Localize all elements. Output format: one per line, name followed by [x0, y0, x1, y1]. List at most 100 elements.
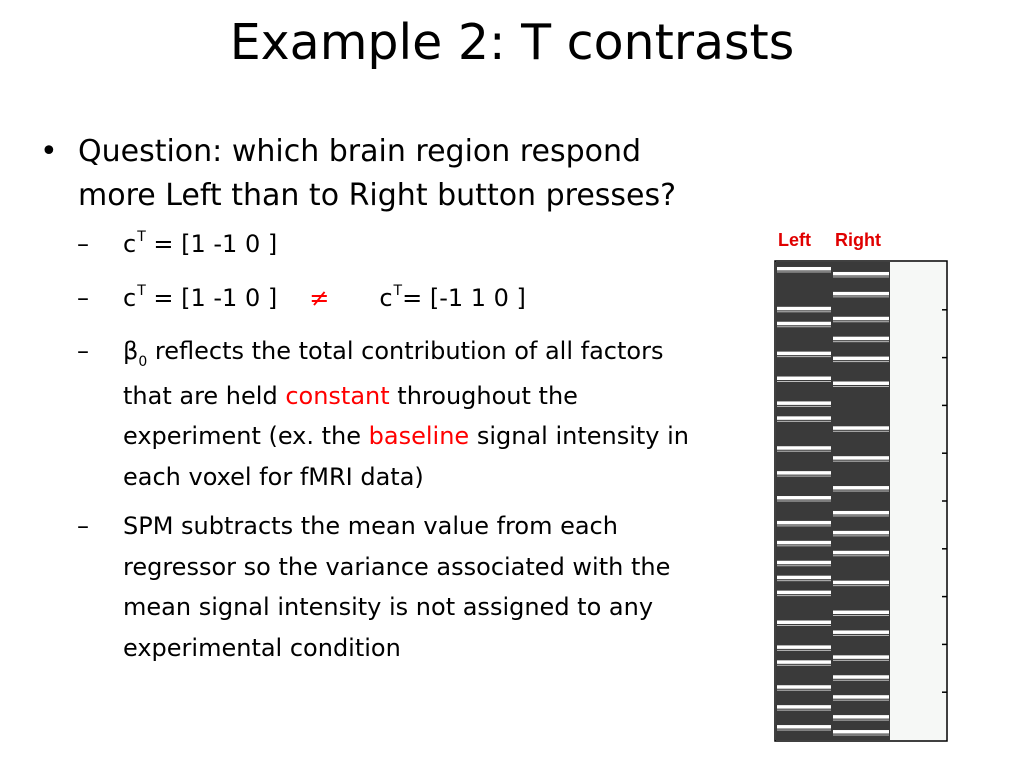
left-stripe	[777, 560, 831, 565]
slide-title: Example 2: T contrasts	[229, 14, 795, 71]
dash-icon: –	[77, 230, 89, 258]
right-stripe-tail	[833, 734, 889, 736]
right-stripe	[833, 456, 889, 460]
right-stripe	[833, 510, 889, 515]
slide-content: • Question: which brain region respond m…	[38, 130, 718, 677]
contrast-sup: T	[137, 229, 146, 245]
sub-bullet-beta: – β0 reflects the total contribution of …	[77, 331, 701, 497]
right-stripe	[833, 550, 889, 555]
contrast-vector-2: = [-1 1 0 ]	[402, 283, 526, 312]
left-stripe-tail	[777, 580, 831, 582]
design-matrix	[774, 260, 948, 742]
right-stripe	[833, 426, 889, 430]
left-stripe-tail	[777, 525, 831, 527]
left-stripe-tail	[777, 565, 831, 567]
left-stripe-tail	[777, 709, 831, 711]
right-stripe-tail	[833, 615, 889, 617]
left-stripe-tail	[777, 729, 831, 731]
contrast-vector: = [1 -1 0 ]	[145, 283, 278, 312]
contrast-c-2: c	[379, 283, 393, 312]
right-regressor-column	[832, 262, 890, 740]
beta-text-1: reflects the total contribution of all f…	[123, 337, 664, 410]
right-stripe	[833, 675, 889, 679]
right-stripe	[833, 291, 889, 296]
right-stripe-tail	[833, 430, 889, 432]
right-stripe	[833, 610, 889, 615]
right-stripe	[833, 695, 889, 699]
left-stripe-tail	[777, 664, 831, 666]
right-stripe-tail	[833, 659, 889, 661]
sub-bullet-list: – cT = [1 -1 0 ] – cT = [1 -1 0 ]≠cT= [-…	[38, 224, 718, 668]
right-stripe	[833, 715, 889, 719]
right-stripe-tail	[833, 321, 889, 323]
contrast-vector: = [1 -1 0 ]	[145, 230, 278, 258]
matrix-label-right: Right	[835, 230, 881, 250]
right-stripe-tail	[833, 341, 889, 343]
left-stripe-tail	[777, 271, 831, 273]
highlight-constant: constant	[285, 381, 390, 410]
right-stripe-tail	[833, 679, 889, 681]
contrast-c: c	[123, 283, 137, 312]
right-stripe	[833, 730, 889, 734]
sub-bullet-spm: – SPM subtracts the mean value from each…	[77, 506, 701, 668]
left-stripe-tail	[777, 500, 831, 502]
dash-icon: –	[77, 512, 89, 540]
left-stripe-tail	[777, 545, 831, 547]
right-stripe	[833, 655, 889, 659]
left-stripe-tail	[777, 311, 831, 313]
left-stripe-tail	[777, 420, 831, 422]
right-stripe	[833, 486, 889, 490]
beta-subscript: 0	[138, 354, 148, 370]
spm-text: SPM subtracts the mean value from each r…	[123, 512, 671, 662]
left-stripe-tail	[777, 381, 831, 383]
left-stripe-tail	[777, 624, 831, 626]
right-stripe-tail	[833, 276, 889, 278]
left-stripe	[777, 401, 831, 405]
left-stripe-tail	[777, 356, 831, 358]
left-stripe	[777, 620, 831, 624]
right-stripe	[833, 271, 889, 276]
left-stripe	[777, 306, 831, 311]
left-stripe	[777, 520, 831, 525]
right-stripe	[833, 580, 889, 585]
left-stripe	[777, 496, 831, 500]
right-stripe-tail	[833, 535, 889, 537]
left-stripe	[777, 266, 831, 271]
dash-icon: –	[77, 283, 89, 312]
right-stripe	[833, 630, 889, 634]
matrix-label-left: Left	[778, 230, 811, 250]
right-stripe	[833, 530, 889, 535]
left-stripe-tail	[777, 450, 831, 452]
left-stripe	[777, 540, 831, 545]
left-stripe	[777, 351, 831, 356]
dash-icon: –	[77, 337, 89, 365]
left-stripe-tail	[777, 649, 831, 651]
right-stripe-tail	[833, 699, 889, 701]
beta-text-3: signal intensity in each voxel for fMRI …	[123, 422, 690, 491]
design-matrix-image	[774, 260, 948, 742]
left-stripe	[777, 575, 831, 580]
right-stripe-tail	[833, 490, 889, 492]
left-stripe	[777, 645, 831, 649]
right-stripe-tail	[833, 361, 889, 363]
right-stripe-tail	[833, 515, 889, 517]
right-stripe-tail	[833, 460, 889, 462]
left-stripe-tail	[777, 689, 831, 691]
left-stripe-tail	[777, 326, 831, 328]
constant-regressor-column	[890, 262, 946, 740]
left-stripe	[777, 416, 831, 420]
right-stripe	[833, 356, 889, 361]
right-stripe-tail	[833, 296, 889, 298]
left-stripe-tail	[777, 405, 831, 407]
right-stripe-tail	[833, 385, 889, 387]
right-stripe	[833, 336, 889, 341]
right-stripe-tail	[833, 719, 889, 721]
left-stripe	[777, 725, 831, 729]
left-stripe	[777, 660, 831, 664]
beta-symbol: β	[123, 337, 139, 365]
sub-bullet-contrast-1: – cT = [1 -1 0 ]	[77, 224, 701, 269]
left-stripe	[777, 376, 831, 381]
left-stripe	[777, 446, 831, 450]
right-stripe-tail	[833, 634, 889, 636]
left-stripe	[777, 321, 831, 326]
